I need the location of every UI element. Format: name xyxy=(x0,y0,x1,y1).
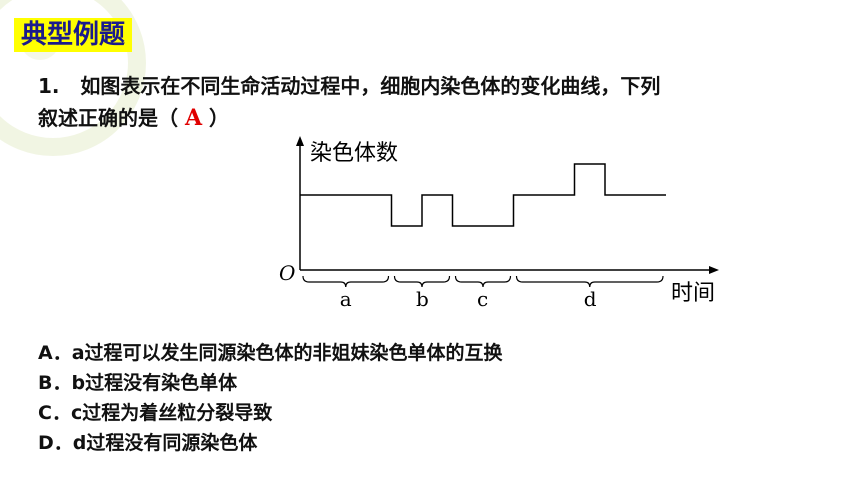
segment-label-c: c xyxy=(477,287,488,310)
section-title: 典型例题 xyxy=(14,18,133,52)
chromosome-chart: 染色体数 时间 O a b c d xyxy=(279,136,719,310)
x-axis-label: 时间 xyxy=(671,281,715,306)
question-line-2: 叙述正确的是（ A ） xyxy=(38,102,838,134)
question-block: 1. 如图表示在不同生命活动过程中，细胞内染色体的变化曲线，下列 叙述正确的是（… xyxy=(38,70,838,134)
chromosome-count-line xyxy=(300,163,666,227)
option-a: A．a过程可以发生同源染色体的非姐妹染色单体的互换 xyxy=(38,342,503,364)
segment-brace-a xyxy=(302,275,390,288)
question-number: 1. xyxy=(38,74,60,98)
segment-brace-d xyxy=(515,275,664,288)
option-d: D．d过程没有同源染色体 xyxy=(38,432,258,454)
y-axis-label: 染色体数 xyxy=(310,141,398,166)
question-line-1: 1. 如图表示在不同生命活动过程中，细胞内染色体的变化曲线，下列 xyxy=(38,70,838,102)
question-text-1: 如图表示在不同生命活动过程中，细胞内染色体的变化曲线，下列 xyxy=(80,74,661,98)
option-b: B．b过程没有染色单体 xyxy=(38,372,238,394)
segment-brace-c xyxy=(454,275,512,288)
answer-mark: A xyxy=(184,105,203,131)
segment-brace-b xyxy=(393,275,451,288)
question-close-paren: ） xyxy=(209,106,230,130)
option-c: C．c过程为着丝粒分裂导致 xyxy=(38,402,273,424)
x-axis-arrow xyxy=(709,266,719,274)
segment-label-a: a xyxy=(340,287,352,310)
segment-label-b: b xyxy=(416,287,429,310)
origin-label: O xyxy=(279,261,295,285)
question-text-2: 叙述正确的是（ xyxy=(38,106,178,130)
segment-label-d: d xyxy=(584,287,597,310)
options-list: A．a过程可以发生同源染色体的非姐妹染色单体的互换 B．b过程没有染色单体 C．… xyxy=(38,338,503,458)
y-axis-arrow xyxy=(296,136,304,146)
